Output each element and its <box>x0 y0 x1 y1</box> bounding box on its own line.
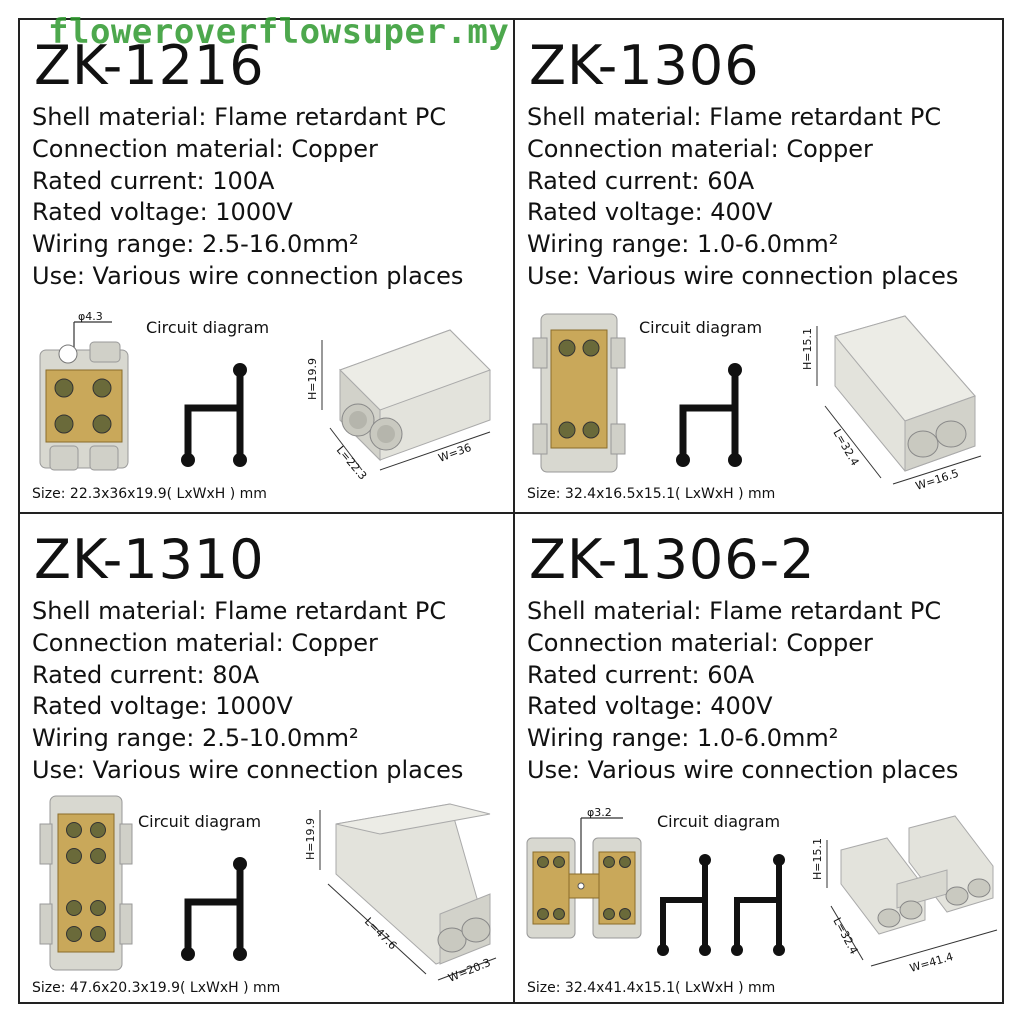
model-title: ZK-1306 <box>529 34 760 97</box>
circuit-diagram <box>181 857 247 961</box>
dim-height-label: H=19.9 <box>304 818 317 860</box>
spec-connection: Connection material: Copper <box>527 628 873 657</box>
dim-width-label: W=20.3 <box>446 956 492 984</box>
watermark-text: floweroverflowsuper.my <box>48 12 510 52</box>
spec-list: Shell material: Flame retardant PC Conne… <box>527 596 958 787</box>
product-card-zk-1306: ZK-1306 Shell material: Flame retardant … <box>515 20 1003 512</box>
circuit-diagram-label: Circuit diagram <box>138 812 262 831</box>
model-title: ZK-1216 <box>34 34 265 97</box>
spec-connection: Connection material: Copper <box>32 134 378 163</box>
spec-voltage: Rated voltage: 400V <box>527 198 773 227</box>
spec-voltage: Rated voltage: 1000V <box>32 198 293 227</box>
circuit-diagram-label: Circuit diagram <box>146 318 270 337</box>
spec-shell: Shell material: Flame retardant PC <box>32 103 447 131</box>
spec-wiring: Wiring range: 1.0-6.0mm² <box>527 724 839 753</box>
spec-connection: Connection material: Copper <box>32 628 378 657</box>
hole-diameter-label: φ4.3 <box>78 310 103 323</box>
product-perspective-view: H=19.9 L=47.6 W=20.3 <box>304 803 497 984</box>
circuit-diagram-label: Circuit diagram <box>657 812 781 831</box>
dim-height-label: H=15.1 <box>811 838 824 880</box>
spec-voltage: Rated voltage: 400V <box>527 692 773 721</box>
spec-voltage: Rated voltage: 1000V <box>32 692 293 721</box>
spec-use: Use: Various wire connection places <box>527 755 959 784</box>
model-title: ZK-1310 <box>34 528 265 591</box>
spec-use: Use: Various wire connection places <box>32 261 464 290</box>
spec-wiring: Wiring range: 2.5-10.0mm² <box>32 724 359 753</box>
size-spec: Size: 32.4x16.5x15.1( LxWxH ) mm <box>527 486 776 502</box>
circuit-diagram <box>657 854 785 956</box>
terminal-top-view: φ4.3 <box>39 310 129 471</box>
terminal-top-view: φ3.2 <box>526 806 642 939</box>
size-spec: Size: 22.3x36x19.9( LxWxH ) mm <box>32 486 267 502</box>
outer-frame <box>18 18 1004 1004</box>
spec-wiring: Wiring range: 2.5-16.0mm² <box>32 230 359 259</box>
spec-shell: Shell material: Flame retardant PC <box>527 597 942 625</box>
size-spec: Size: 47.6x20.3x19.9( LxWxH ) mm <box>32 980 281 996</box>
spec-list: Shell material: Flame retardant PC Conne… <box>527 102 958 293</box>
dim-length-label: L=32.4 <box>830 915 860 956</box>
vertical-divider <box>513 18 515 1004</box>
spec-shell: Shell material: Flame retardant PC <box>32 597 447 625</box>
circuit-diagram <box>676 363 742 467</box>
spec-wiring: Wiring range: 1.0-6.0mm² <box>527 230 839 259</box>
spec-current: Rated current: 100A <box>32 166 275 195</box>
product-perspective-view: H=15.1 L=32.4 W=16.5 <box>801 315 982 491</box>
horizontal-divider <box>18 512 1004 514</box>
spec-use: Use: Various wire connection places <box>527 261 959 290</box>
spec-use: Use: Various wire connection places <box>32 755 464 784</box>
terminal-top-view <box>39 795 133 971</box>
model-title: ZK-1306-2 <box>529 528 816 591</box>
product-card-zk-1306-2: ZK-1306-2 Shell material: Flame retardan… <box>515 514 1003 1006</box>
spec-shell: Shell material: Flame retardant PC <box>527 103 942 131</box>
product-perspective-view: H=19.9 L=22.3 W=36 <box>306 329 491 483</box>
hole-diameter-label: φ3.2 <box>587 806 612 819</box>
spec-current: Rated current: 60A <box>527 660 755 689</box>
circuit-diagram <box>181 363 247 467</box>
product-perspective-view: H=15.1 L=32.4 W=41.4 <box>811 815 998 975</box>
dim-height-label: H=15.1 <box>801 328 814 370</box>
dim-height-label: H=19.9 <box>306 358 319 400</box>
spec-list: Shell material: Flame retardant PC Conne… <box>32 596 463 787</box>
spec-connection: Connection material: Copper <box>527 134 873 163</box>
circuit-diagram-label: Circuit diagram <box>639 318 763 337</box>
terminal-top-view <box>532 313 626 473</box>
size-spec: Size: 32.4x41.4x15.1( LxWxH ) mm <box>527 980 776 996</box>
dim-length-label: L=22.3 <box>334 444 370 483</box>
spec-list: Shell material: Flame retardant PC Conne… <box>32 102 463 293</box>
spec-current: Rated current: 60A <box>527 166 755 195</box>
spec-current: Rated current: 80A <box>32 660 260 689</box>
product-card-zk-1310: ZK-1310 Shell material: Flame retardant … <box>20 514 508 1006</box>
product-card-zk-1216: ZK-1216 Shell material: Flame retardant … <box>20 20 508 512</box>
